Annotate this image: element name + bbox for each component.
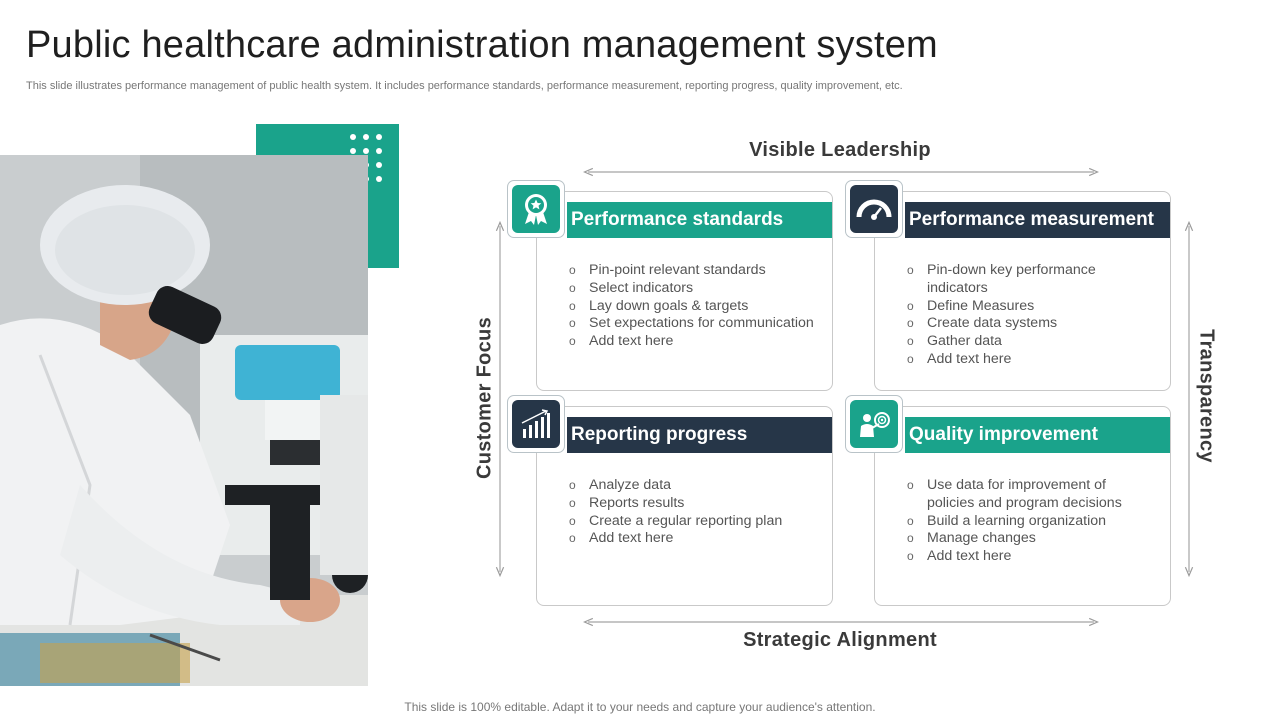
card-icon-frame xyxy=(507,395,565,453)
list-item: Add text here xyxy=(907,351,1152,369)
card-icon-frame xyxy=(845,395,903,453)
list-item: Gather data xyxy=(907,333,1152,351)
card-header: Quality improvement xyxy=(905,417,1170,453)
axis-label-top: Visible Leadership xyxy=(749,139,931,161)
list-item: Set expectations for communication xyxy=(569,315,814,333)
list-item: Lay down goals & targets xyxy=(569,298,814,316)
bullet-list: Use data for improvement of policies and… xyxy=(907,477,1152,566)
list-item: Define Measures xyxy=(907,298,1152,316)
list-item: Add text here xyxy=(569,530,814,548)
award-badge-icon xyxy=(512,185,560,233)
card-header: Performance standards xyxy=(567,202,832,238)
photo-illustration xyxy=(0,155,368,686)
page-title: Public healthcare administration managem… xyxy=(26,24,938,66)
list-item: Pin-point relevant standards xyxy=(569,262,814,280)
card-icon-frame xyxy=(507,180,565,238)
axis-label-bottom: Strategic Alignment xyxy=(743,629,937,651)
list-item: Analyze data xyxy=(569,477,814,495)
presenter-target-icon xyxy=(850,400,898,448)
list-item: Use data for improvement of policies and… xyxy=(907,477,1152,513)
card-icon-frame xyxy=(845,180,903,238)
card-reporting-progress: Reporting progress Analyze data Reports … xyxy=(507,395,833,606)
list-item: Reports results xyxy=(569,495,814,513)
speedometer-gauge-icon xyxy=(850,185,898,233)
card-performance-standards: Performance standards Pin-point relevant… xyxy=(507,180,833,391)
scientist-with-microscope-photo xyxy=(0,155,368,686)
list-item: Create a regular reporting plan xyxy=(569,513,814,531)
list-item: Add text here xyxy=(569,333,814,351)
bar-chart-growth-icon xyxy=(512,400,560,448)
page-subtitle: This slide illustrates performance manag… xyxy=(26,80,903,92)
bullet-list: Pin-down key performance indicators Defi… xyxy=(907,262,1152,369)
card-title: Performance measurement xyxy=(909,209,1154,230)
list-item: Select indicators xyxy=(569,280,814,298)
bullet-list: Pin-point relevant standards Select indi… xyxy=(569,262,814,351)
card-header: Performance measurement xyxy=(905,202,1170,238)
list-item: Pin-down key performance indicators xyxy=(907,262,1152,298)
card-title: Performance standards xyxy=(571,209,784,230)
list-item: Manage changes xyxy=(907,530,1152,548)
card-performance-measurement: Performance measurement Pin-down key per… xyxy=(845,180,1171,391)
list-item: Create data systems xyxy=(907,315,1152,333)
bullet-list: Analyze data Reports results Create a re… xyxy=(569,477,814,548)
footer-note: This slide is 100% editable. Adapt it to… xyxy=(404,700,876,714)
card-title: Quality improvement xyxy=(909,424,1098,445)
card-quality-improvement: Quality improvement Use data for improve… xyxy=(845,395,1171,606)
card-header: Reporting progress xyxy=(567,417,832,453)
list-item: Add text here xyxy=(907,548,1152,566)
card-title: Reporting progress xyxy=(571,424,748,445)
list-item: Build a learning organization xyxy=(907,513,1152,531)
